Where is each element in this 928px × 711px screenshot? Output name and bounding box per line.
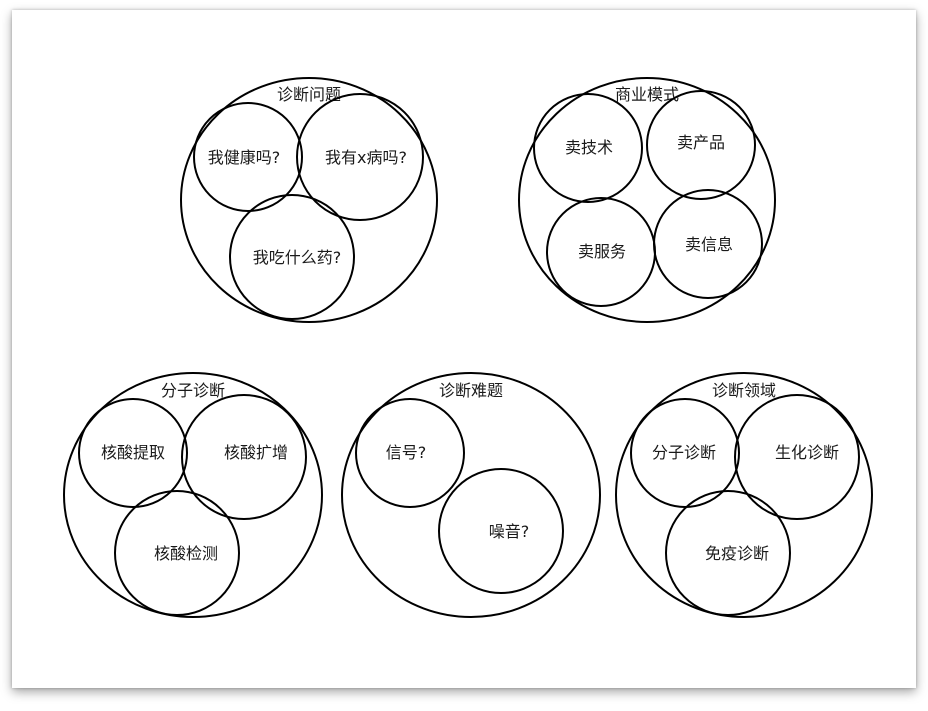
group-outer-circle [341, 372, 601, 618]
item-label: 噪音? [489, 522, 530, 541]
group-diagnosis-fields: 诊断领域 分子诊断 生化诊断 免疫诊断 [615, 372, 873, 618]
item-circle [296, 93, 424, 221]
item-label: 生化诊断 [775, 443, 839, 462]
item-label: 分子诊断 [652, 443, 716, 462]
item-label: 核酸提取 [101, 443, 165, 462]
item-circle [734, 394, 860, 520]
item-label: 我吃什么药? [253, 248, 342, 267]
item-circle [181, 394, 307, 520]
item-label: 免疫诊断 [705, 544, 769, 563]
item-circle [355, 398, 465, 508]
group-outer-circle [63, 372, 323, 618]
group-outer-circle [180, 77, 438, 323]
item-circle [114, 490, 240, 616]
group-business-model: 商业模式 卖技术 卖产品 卖服务 卖信息 [518, 77, 776, 323]
group-title: 诊断问题 [277, 85, 341, 104]
item-circle [438, 468, 564, 594]
item-circle [533, 93, 643, 203]
group-title: 诊断领域 [712, 381, 776, 400]
item-label: 卖信息 [685, 235, 733, 254]
item-label: 卖技术 [565, 138, 613, 157]
page-card [12, 10, 916, 688]
item-label: 我有x病吗? [325, 148, 407, 167]
item-label: 卖服务 [578, 242, 626, 261]
item-label: 卖产品 [677, 133, 725, 152]
item-label: 核酸检测 [154, 544, 218, 563]
item-label: 信号? [386, 443, 427, 462]
group-diagnosis-questions: 诊断问题 我健康吗? 我有x病吗? 我吃什么药? [180, 77, 438, 323]
item-circle [78, 398, 188, 508]
item-circle [193, 102, 303, 212]
item-circle [653, 189, 763, 299]
item-circle [229, 194, 355, 320]
group-outer-circle [518, 77, 776, 323]
item-circle [646, 90, 756, 200]
group-title: 诊断难题 [439, 381, 503, 400]
group-outer-circle [615, 372, 873, 618]
item-circle [665, 490, 791, 616]
item-label: 核酸扩增 [224, 443, 288, 462]
group-diagnosis-challenges: 诊断难题 信号? 噪音? [341, 372, 601, 618]
item-label: 我健康吗? [208, 148, 281, 167]
group-title: 商业模式 [615, 85, 679, 104]
group-molecular-diagnosis: 分子诊断 核酸提取 核酸扩增 核酸检测 [63, 372, 323, 618]
group-title: 分子诊断 [161, 381, 225, 400]
